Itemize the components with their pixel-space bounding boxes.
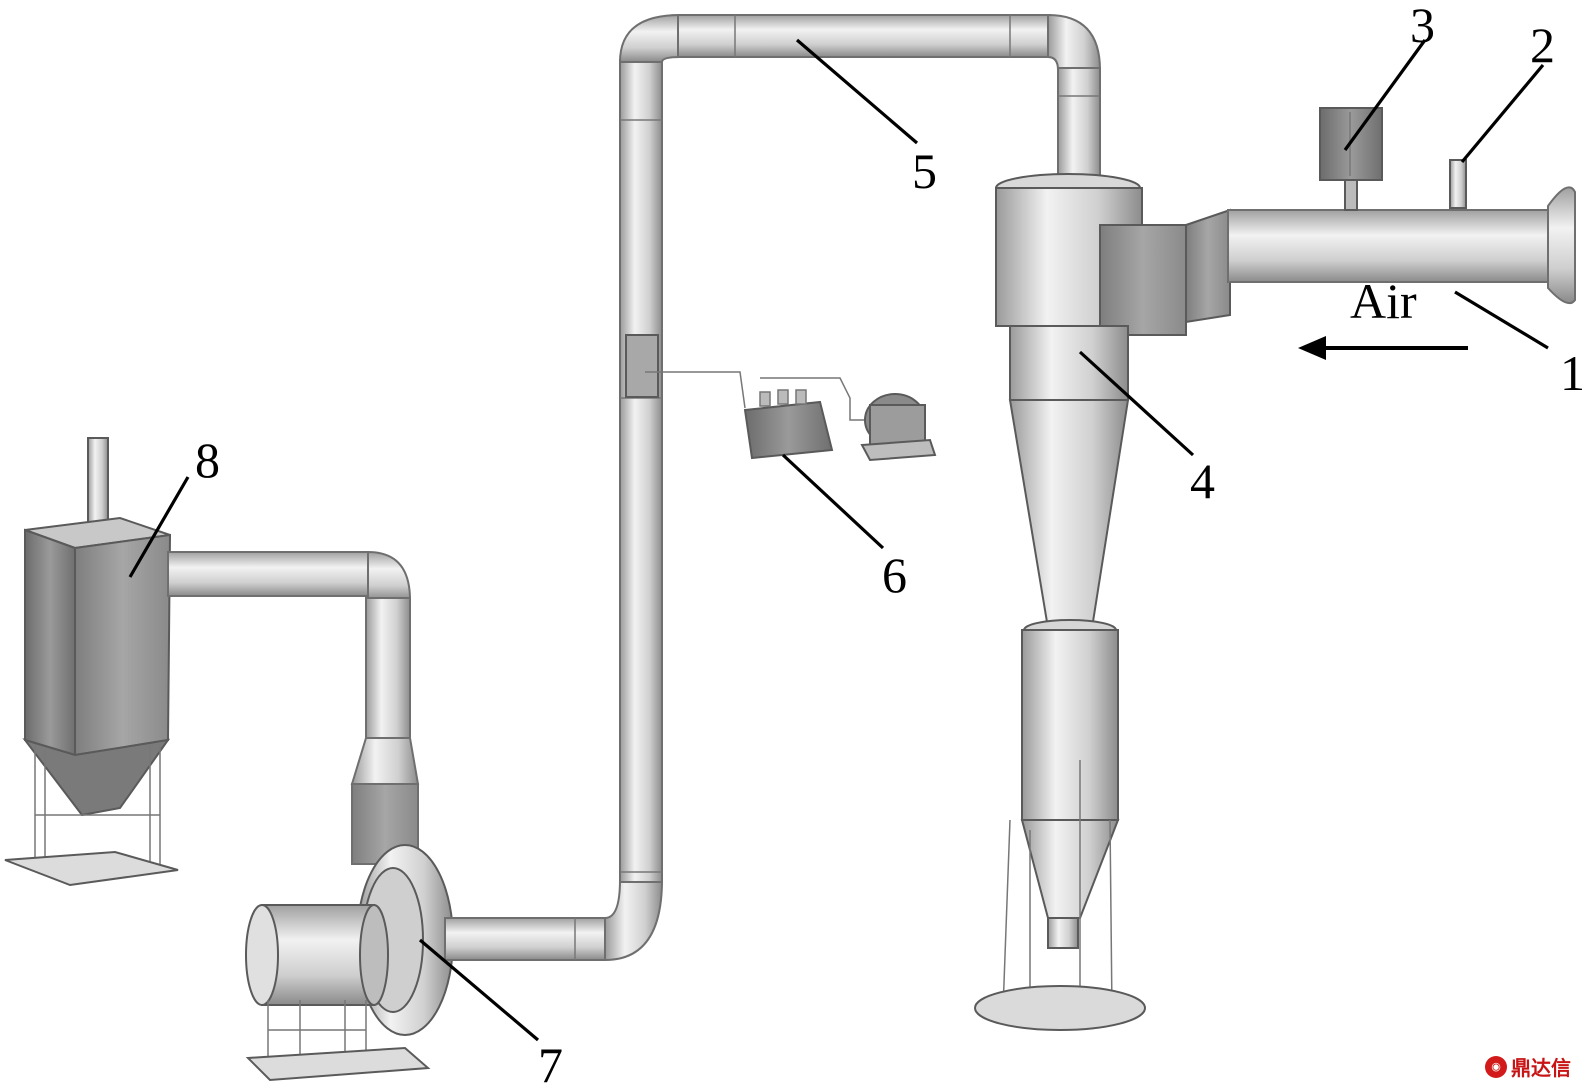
- fan-motor: [261, 904, 375, 1006]
- collector-base-plate: [4, 850, 179, 887]
- callout-8: 8: [195, 432, 220, 488]
- collector-stand: [34, 742, 161, 872]
- fan-base-plate: [245, 1046, 431, 1082]
- collector-outlet-duct: [167, 550, 420, 865]
- airflow-arrow: Air: [1298, 273, 1468, 360]
- callout-5: 5: [912, 143, 937, 199]
- centrifugal-fan: [245, 844, 454, 1082]
- sampling-system: [645, 371, 937, 462]
- main-duct: [444, 13, 1102, 962]
- callout-1: 1: [1560, 345, 1585, 401]
- collector-exhaust-stack: [87, 437, 109, 529]
- watermark: ◉ 鼎达信: [1485, 1052, 1571, 1081]
- callout-3: 3: [1410, 0, 1435, 53]
- callout-numbers: 1 2 3 4 5 6 7 8: [195, 0, 1585, 1091]
- leader-lines: [128, 38, 1549, 1042]
- callout-2: 2: [1530, 17, 1555, 73]
- cyclone-separator: [974, 173, 1187, 1031]
- watermark-text: 鼎达信: [1511, 1056, 1571, 1080]
- sensor-probe: [1449, 159, 1467, 209]
- cyclone-cone: [1008, 399, 1130, 629]
- cyclone-inlet-box: [1099, 224, 1187, 336]
- callout-7: 7: [538, 1037, 563, 1091]
- sampling-port: [625, 334, 659, 398]
- watermark-seal-icon: ◉: [1485, 1055, 1507, 1078]
- bag-dust-collector: [4, 437, 179, 887]
- air-label: Air: [1350, 273, 1417, 329]
- callout-4: 4: [1190, 453, 1215, 509]
- particle-counter: [743, 400, 834, 460]
- cyclone-base-plate: [974, 985, 1146, 1031]
- callout-6: 6: [882, 547, 907, 603]
- collector-hopper: [22, 738, 171, 817]
- cyclone-collector: [1021, 629, 1119, 821]
- inlet-bellmouth: [1547, 186, 1576, 304]
